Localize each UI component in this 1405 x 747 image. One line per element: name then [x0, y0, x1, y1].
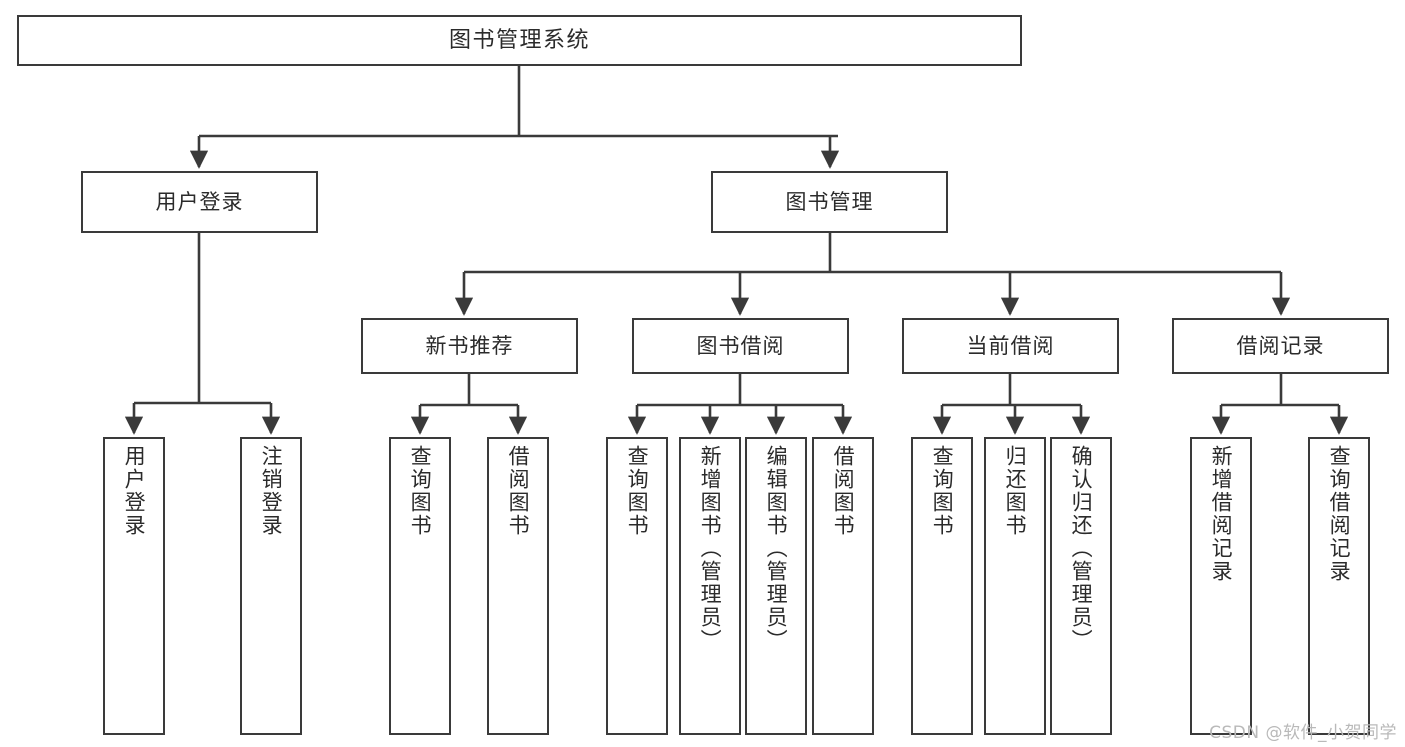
node-leaf-edit-book[interactable]: 编辑图书（管理员） [745, 437, 807, 735]
node-leaf-query-book-3[interactable]: 查询图书 [911, 437, 973, 735]
node-borrow-record-label: 借阅记录 [1236, 333, 1325, 358]
node-user-login[interactable]: 用户登录 [81, 171, 318, 233]
node-leaf-query-book-2[interactable]: 查询图书 [606, 437, 668, 735]
node-borrow-record[interactable]: 借阅记录 [1172, 318, 1389, 374]
node-leaf-borrow-book-1-label: 借阅图书 [506, 445, 531, 537]
node-current-borrow-label: 当前借阅 [966, 333, 1055, 358]
node-leaf-query-record-label: 查询借阅记录 [1327, 445, 1352, 583]
node-leaf-query-record[interactable]: 查询借阅记录 [1308, 437, 1370, 735]
node-user-login-label: 用户登录 [155, 189, 244, 214]
node-book-manage[interactable]: 图书管理 [711, 171, 948, 233]
node-leaf-borrow-book-2-label: 借阅图书 [831, 445, 856, 537]
node-leaf-return-book[interactable]: 归还图书 [984, 437, 1046, 735]
node-leaf-query-book-2-label: 查询图书 [625, 445, 650, 537]
node-leaf-logout-label: 注销登录 [259, 445, 284, 537]
node-leaf-query-book-3-label: 查询图书 [930, 445, 955, 537]
node-book-manage-label: 图书管理 [785, 189, 874, 214]
node-root[interactable]: 图书管理系统 [17, 15, 1022, 66]
node-leaf-edit-book-label: 编辑图书（管理员） [764, 445, 789, 652]
node-leaf-add-record[interactable]: 新增借阅记录 [1190, 437, 1252, 735]
node-leaf-confirm-return-label: 确认归还（管理员） [1069, 445, 1094, 652]
node-current-borrow[interactable]: 当前借阅 [902, 318, 1119, 374]
node-root-label: 图书管理系统 [448, 27, 590, 53]
node-new-book-recommend-label: 新书推荐 [425, 333, 514, 358]
node-leaf-query-book-1-label: 查询图书 [408, 445, 433, 537]
node-new-book-recommend[interactable]: 新书推荐 [361, 318, 578, 374]
node-book-borrow[interactable]: 图书借阅 [632, 318, 849, 374]
node-leaf-add-book[interactable]: 新增图书（管理员） [679, 437, 741, 735]
node-leaf-query-book-1[interactable]: 查询图书 [389, 437, 451, 735]
watermark: CSDN @软件_小贺同学 [1209, 723, 1397, 743]
node-leaf-confirm-return[interactable]: 确认归还（管理员） [1050, 437, 1112, 735]
node-book-borrow-label: 图书借阅 [696, 333, 785, 358]
node-leaf-borrow-book-1[interactable]: 借阅图书 [487, 437, 549, 735]
node-leaf-add-record-label: 新增借阅记录 [1209, 445, 1234, 583]
node-leaf-add-book-label: 新增图书（管理员） [698, 445, 723, 652]
node-leaf-return-book-label: 归还图书 [1003, 445, 1028, 537]
node-leaf-user-login[interactable]: 用户登录 [103, 437, 165, 735]
node-leaf-user-login-label: 用户登录 [122, 445, 147, 537]
node-leaf-logout[interactable]: 注销登录 [240, 437, 302, 735]
node-leaf-borrow-book-2[interactable]: 借阅图书 [812, 437, 874, 735]
